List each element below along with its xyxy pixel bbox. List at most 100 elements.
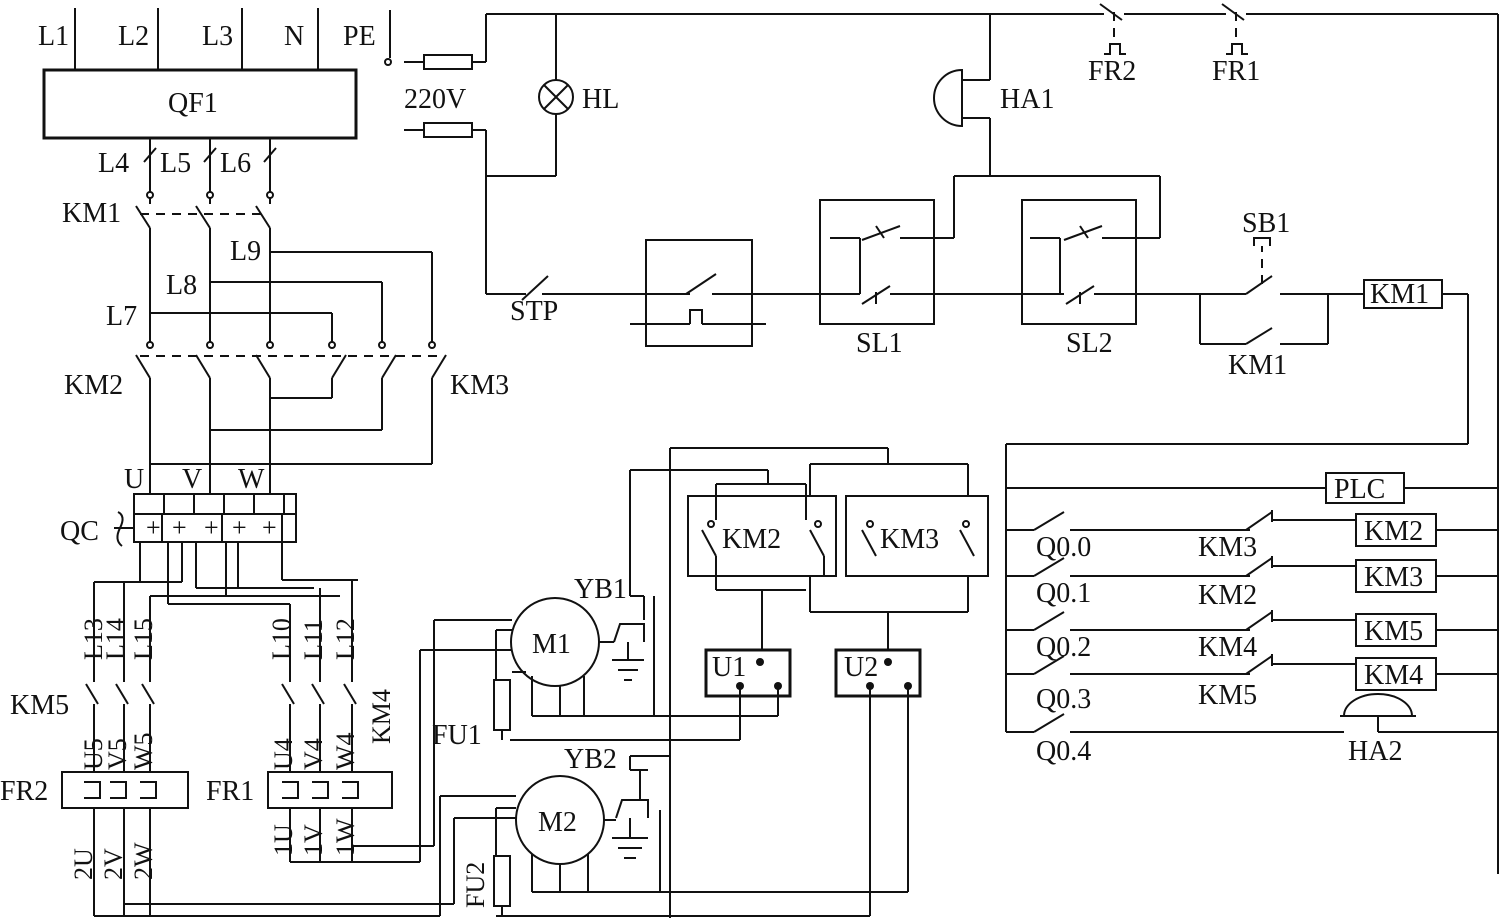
svg-text:+: + (204, 513, 219, 542)
fuse-bottom (423, 122, 473, 138)
label-u1: U1 (712, 652, 746, 683)
label-km1-aux: KM1 (1228, 350, 1287, 381)
svg-text:+: + (232, 513, 247, 542)
motor-brake-circuit: KM2 KM3 U1 U2 M1 (432, 447, 989, 918)
label-qf1: QF1 (168, 88, 218, 119)
label-w4: W4 (331, 732, 360, 770)
label-l1: L1 (38, 21, 69, 52)
fuse-fu2 (493, 855, 511, 907)
fr1-relay (267, 771, 393, 809)
label-220v: 220V (404, 84, 466, 115)
label-l15: L15 (129, 618, 158, 660)
label-q01: Q0.1 (1036, 578, 1091, 609)
fuse-fu1 (493, 679, 511, 731)
label-l7: L7 (106, 301, 137, 332)
label-fr1-ctrl: FR1 (1212, 56, 1260, 87)
label-sl2: SL2 (1066, 328, 1113, 359)
sl2-box (1021, 199, 1137, 325)
svg-text:+: + (172, 513, 187, 542)
label-sb1: SB1 (1242, 208, 1290, 239)
label-w: W (238, 464, 265, 495)
label-km5-main: KM5 (10, 690, 69, 721)
label-l11: L11 (299, 619, 328, 660)
label-stp: STP (510, 296, 558, 327)
label-fu2: FU2 (461, 862, 490, 908)
label-l13: L13 (79, 618, 108, 660)
label-u2: U2 (844, 652, 878, 683)
qf1-breaker (42, 68, 358, 140)
label-km1-coil: KM1 (1370, 279, 1429, 310)
label-fu1: FU1 (432, 720, 482, 751)
label-km5-coil: KM5 (1364, 616, 1423, 647)
label-ha1: HA1 (1000, 84, 1054, 115)
label-hl: HL (582, 84, 619, 115)
sl1-box (819, 199, 935, 325)
label-km2-main: KM2 (64, 370, 123, 401)
label-2w: 2W (129, 842, 158, 880)
label-l9: L9 (230, 236, 261, 267)
label-km4-main: KM4 (367, 689, 396, 744)
label-2u: 2U (69, 848, 98, 880)
label-l14: L14 (101, 618, 130, 660)
label-km4-coil: KM4 (1364, 660, 1423, 691)
label-u5: U5 (79, 738, 108, 770)
km2-coil (1355, 513, 1437, 547)
label-q02: Q0.2 (1036, 632, 1091, 663)
control-circuit: 220V FR2 FR1 HL HA1 (404, 3, 1499, 874)
label-yb1: YB1 (574, 574, 627, 605)
label-km2-box: KM2 (722, 524, 781, 555)
label-ha2: HA2 (1348, 736, 1402, 767)
label-1v: 1V (299, 824, 328, 856)
label-qc: QC (60, 516, 99, 547)
label-fr2-main: FR2 (0, 776, 48, 807)
label-km5-il: KM5 (1198, 680, 1257, 711)
label-fr1-main: FR1 (206, 776, 254, 807)
label-v4: V4 (299, 738, 328, 770)
km2-reverse-box (687, 495, 837, 577)
label-l10: L10 (267, 618, 296, 660)
label-km3-main: KM3 (450, 370, 509, 401)
label-l12: L12 (331, 618, 360, 660)
qc-switch: + + + + + (114, 493, 297, 547)
label-w5: W5 (129, 732, 158, 770)
label-l4: L4 (98, 148, 129, 179)
label-q04: Q0.4 (1036, 736, 1091, 767)
label-km3-box: KM3 (880, 524, 939, 555)
label-km4-il: KM4 (1198, 632, 1257, 663)
fuse-top (423, 54, 473, 70)
power-circuit: L1 L2 L3 N PE QF1 L4 L5 L6 KM1 (0, 8, 516, 917)
label-u: U (124, 464, 144, 495)
label-m2: M2 (538, 807, 577, 838)
label-v5: V5 (103, 738, 132, 770)
svg-text:+: + (146, 513, 161, 542)
label-u4: U4 (269, 738, 298, 770)
label-km3-il: KM3 (1198, 532, 1257, 563)
label-l3: L3 (202, 21, 233, 52)
label-n: N (284, 21, 304, 52)
label-l6: L6 (220, 148, 251, 179)
bell-icon (933, 68, 963, 128)
label-km3-coil: KM3 (1364, 562, 1423, 593)
label-plc: PLC (1334, 474, 1385, 505)
label-sl1: SL1 (856, 328, 903, 359)
svg-text:+: + (262, 513, 277, 542)
label-km2-il: KM2 (1198, 580, 1257, 611)
label-pe: PE (343, 21, 376, 52)
label-yb2: YB2 (564, 744, 617, 775)
label-q03: Q0.3 (1036, 684, 1091, 715)
plc-box (1325, 472, 1405, 504)
buzzer-icon (1342, 693, 1414, 717)
km1-coil (1363, 279, 1443, 309)
label-v: V (182, 464, 202, 495)
label-1u: 1U (269, 824, 298, 856)
label-l8: L8 (166, 270, 197, 301)
label-l2: L2 (118, 21, 149, 52)
label-l5: L5 (160, 148, 191, 179)
label-fr2-ctrl: FR2 (1088, 56, 1136, 87)
label-m1: M1 (532, 629, 571, 660)
label-km1-main: KM1 (62, 198, 121, 229)
label-2v: 2V (99, 848, 128, 880)
label-km2-coil: KM2 (1364, 516, 1423, 547)
label-1w: 1W (331, 818, 360, 856)
